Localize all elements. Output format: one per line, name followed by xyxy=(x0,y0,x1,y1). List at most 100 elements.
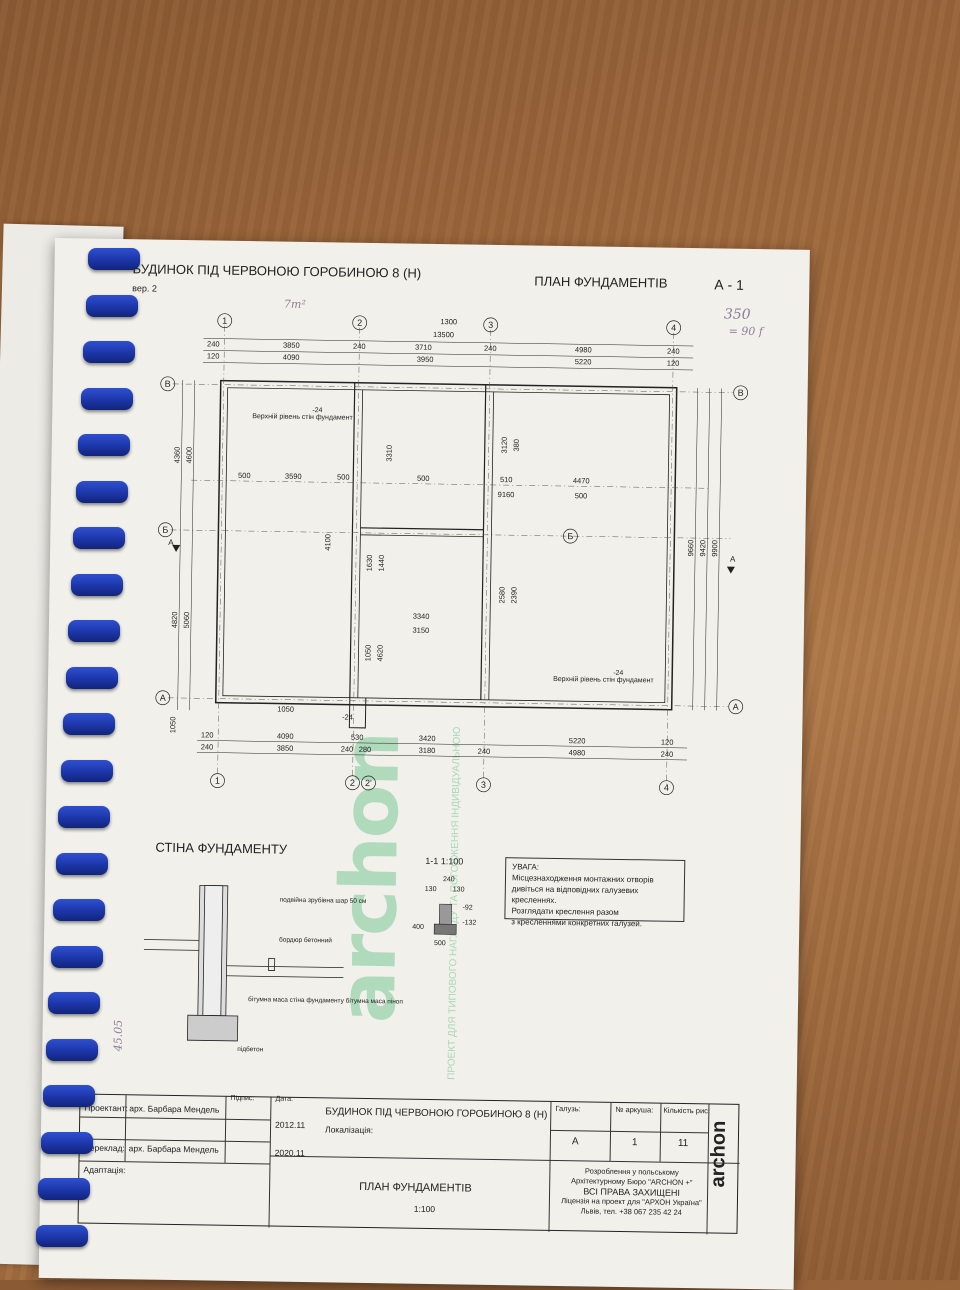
axis-marker-bottom-2prime: 2' xyxy=(361,775,376,791)
svg-text:380: 380 xyxy=(512,439,521,452)
binding-ring xyxy=(88,248,140,270)
binding-ring xyxy=(83,341,135,363)
designer-name: арх. Барбара Мендель xyxy=(129,1103,220,1115)
binding-ring xyxy=(78,434,130,456)
svg-text:-24: -24 xyxy=(613,670,623,677)
svg-text:-132: -132 xyxy=(462,919,476,926)
binding-ring xyxy=(80,387,133,410)
svg-text:2': 2' xyxy=(365,778,372,788)
axis-marker-side-V: В xyxy=(160,376,176,392)
axis-marker-top-4: 4 xyxy=(666,320,682,336)
binding-ring xyxy=(38,1178,90,1200)
binding-ring xyxy=(73,527,125,549)
svg-text:2: 2 xyxy=(357,318,362,328)
title-block-sheet-title: ПЛАН ФУНДАМЕНТІВ xyxy=(359,1180,472,1195)
binding-ring xyxy=(65,666,118,689)
binding-ring xyxy=(75,480,128,503)
binding-ring xyxy=(35,1224,88,1247)
note-line-4: з кресленнями конкретних галузей. xyxy=(511,917,643,929)
svg-text:1630: 1630 xyxy=(365,555,374,572)
binding-ring xyxy=(63,713,115,735)
svg-text:9660: 9660 xyxy=(686,540,695,557)
svg-text:В: В xyxy=(165,379,171,389)
note-line-2: дивіться на відповідних галузевих кресле… xyxy=(511,884,639,905)
axis-marker-bottom-1: 1 xyxy=(210,773,225,788)
wall-section-drawing: подвійна зрубівна шар 50 см бордюр бетон… xyxy=(143,884,405,1053)
binding-ring xyxy=(53,899,105,921)
binding-ring xyxy=(68,620,120,642)
svg-text:3590: 3590 xyxy=(285,472,302,481)
title-block: Проектант: арх. Барбара Мендель Підпис: … xyxy=(77,1093,740,1235)
svg-text:А: А xyxy=(730,555,736,564)
title-block-project-name: БУДИНОК ПІД ЧЕРВОНОЮ ГОРОБИНОЮ 8 (Н) xyxy=(325,1106,548,1121)
svg-text:4090: 4090 xyxy=(283,353,300,362)
svg-text:120: 120 xyxy=(201,730,214,739)
location-label: Локалізація: xyxy=(324,1124,374,1136)
axis-marker-right-V: В xyxy=(733,385,749,401)
spiral-binding xyxy=(10,238,140,1278)
binding-ring xyxy=(40,1131,93,1154)
svg-text:1: 1 xyxy=(215,776,220,786)
binding-ring xyxy=(58,806,110,828)
svg-text:3340: 3340 xyxy=(413,612,430,621)
svg-text:-92: -92 xyxy=(462,904,472,911)
branch-label: Галузь: xyxy=(555,1103,581,1114)
svg-text:3950: 3950 xyxy=(417,355,434,364)
label-insulation: бітумна маса стіна фундаменту бітумна ма… xyxy=(248,995,405,1007)
svg-text:4620: 4620 xyxy=(375,645,384,662)
svg-text:240: 240 xyxy=(201,742,214,751)
dim-top-ref: 1300 xyxy=(440,317,457,326)
svg-text:2390: 2390 xyxy=(509,587,518,604)
binding-ring xyxy=(48,992,100,1014)
svg-text:3: 3 xyxy=(481,780,486,790)
svg-text:130: 130 xyxy=(453,886,465,893)
svg-text:3420: 3420 xyxy=(419,734,436,743)
svg-text:2: 2 xyxy=(350,778,355,788)
signature-label: Підпис: xyxy=(230,1094,255,1103)
axis-marker-bottom-2: 2 xyxy=(345,775,360,791)
svg-text:А: А xyxy=(160,693,166,703)
date-2: 2020.11 xyxy=(274,1147,305,1159)
svg-text:240: 240 xyxy=(661,750,674,759)
svg-text:2580: 2580 xyxy=(497,587,506,604)
svg-text:5220: 5220 xyxy=(575,357,592,366)
svg-text:500: 500 xyxy=(575,491,588,500)
svg-text:280: 280 xyxy=(359,745,372,754)
axis-marker-mid-B: Б xyxy=(563,528,578,544)
drawing-sheet: БУДИНОК ПІД ЧЕРВОНОЮ ГОРОБИНОЮ 8 (Н) вер… xyxy=(38,238,810,1290)
binding-ring xyxy=(70,573,123,596)
svg-text:3120: 3120 xyxy=(500,437,509,454)
dim-top-total: 13500 xyxy=(433,330,454,339)
label-subbase: підбетон xyxy=(237,1045,263,1053)
svg-text:240: 240 xyxy=(353,342,366,351)
svg-text:500: 500 xyxy=(337,472,350,481)
count-label: Кількість рис: xyxy=(663,1105,711,1116)
translator-name: арх. Барбара Мендель xyxy=(128,1143,219,1155)
svg-text:400: 400 xyxy=(412,924,424,931)
binding-ring xyxy=(85,294,138,317)
title-block-scale: 1:100 xyxy=(413,1203,436,1215)
svg-text:А: А xyxy=(733,702,739,712)
svg-text:4: 4 xyxy=(671,323,676,333)
svg-text:3310: 3310 xyxy=(385,445,394,462)
svg-text:240: 240 xyxy=(667,347,680,356)
section-1-1-title: 1-1 1:100 xyxy=(425,855,464,867)
svg-text:500: 500 xyxy=(434,940,446,947)
svg-text:4820: 4820 xyxy=(170,612,179,629)
svg-text:1050: 1050 xyxy=(168,716,177,733)
axis-marker-side-B: Б xyxy=(158,522,173,538)
date-label: Дата: xyxy=(275,1095,294,1103)
count-value: 11 xyxy=(677,1137,689,1150)
svg-text:5060: 5060 xyxy=(182,612,191,629)
axis-marker-top-3: 3 xyxy=(483,317,499,333)
outer-wall-inner xyxy=(222,387,671,704)
svg-text:-24: -24 xyxy=(312,407,322,414)
svg-text:5220: 5220 xyxy=(569,736,586,745)
foundation-plan: 1 2 3 4 1 2 2' 3 4 В Б А В А Б 13500 130… xyxy=(155,313,749,796)
svg-text:240: 240 xyxy=(207,339,220,348)
svg-text:500: 500 xyxy=(417,474,430,483)
svg-text:3850: 3850 xyxy=(283,341,300,350)
svg-text:4470: 4470 xyxy=(573,476,590,485)
svg-text:240: 240 xyxy=(484,344,497,353)
svg-text:В: В xyxy=(738,388,744,398)
